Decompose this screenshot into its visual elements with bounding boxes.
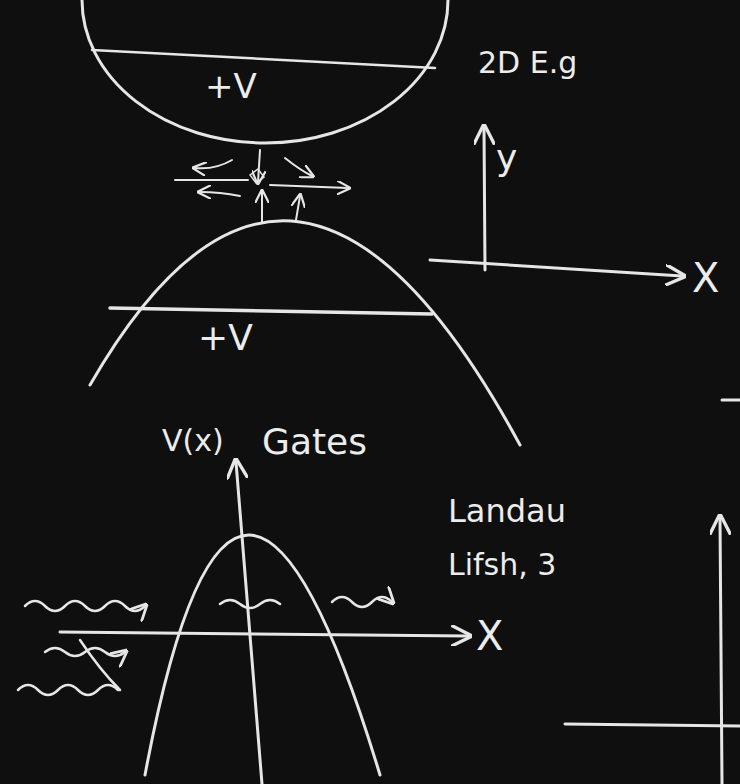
- note-text: Gates: [262, 422, 367, 462]
- note-text: 2D E.g: [478, 46, 577, 79]
- field-arrows: [175, 150, 348, 222]
- side-axis: [720, 518, 722, 784]
- gate-line: [92, 50, 435, 68]
- x-axis: [430, 260, 682, 276]
- x-axis: [60, 632, 468, 636]
- gate-line: [110, 308, 432, 314]
- voltage-label: +V: [198, 318, 253, 358]
- wave-lines: [18, 597, 392, 695]
- reference-text: Lifsh, 3: [448, 548, 556, 581]
- axis-label: V(x): [162, 424, 224, 457]
- axis-label: y: [496, 138, 517, 178]
- reference-text: Landau: [448, 494, 566, 529]
- tick-mark: [722, 399, 740, 402]
- top-gate: [82, 0, 448, 143]
- bottom-gate: [90, 221, 520, 445]
- side-axis: [565, 724, 740, 726]
- barrier-curve: [145, 535, 380, 775]
- voltage-label: +V: [205, 68, 257, 105]
- y-axis: [484, 128, 485, 270]
- axis-label: X: [692, 256, 719, 300]
- v-axis: [236, 462, 262, 784]
- axis-label: X: [476, 614, 503, 658]
